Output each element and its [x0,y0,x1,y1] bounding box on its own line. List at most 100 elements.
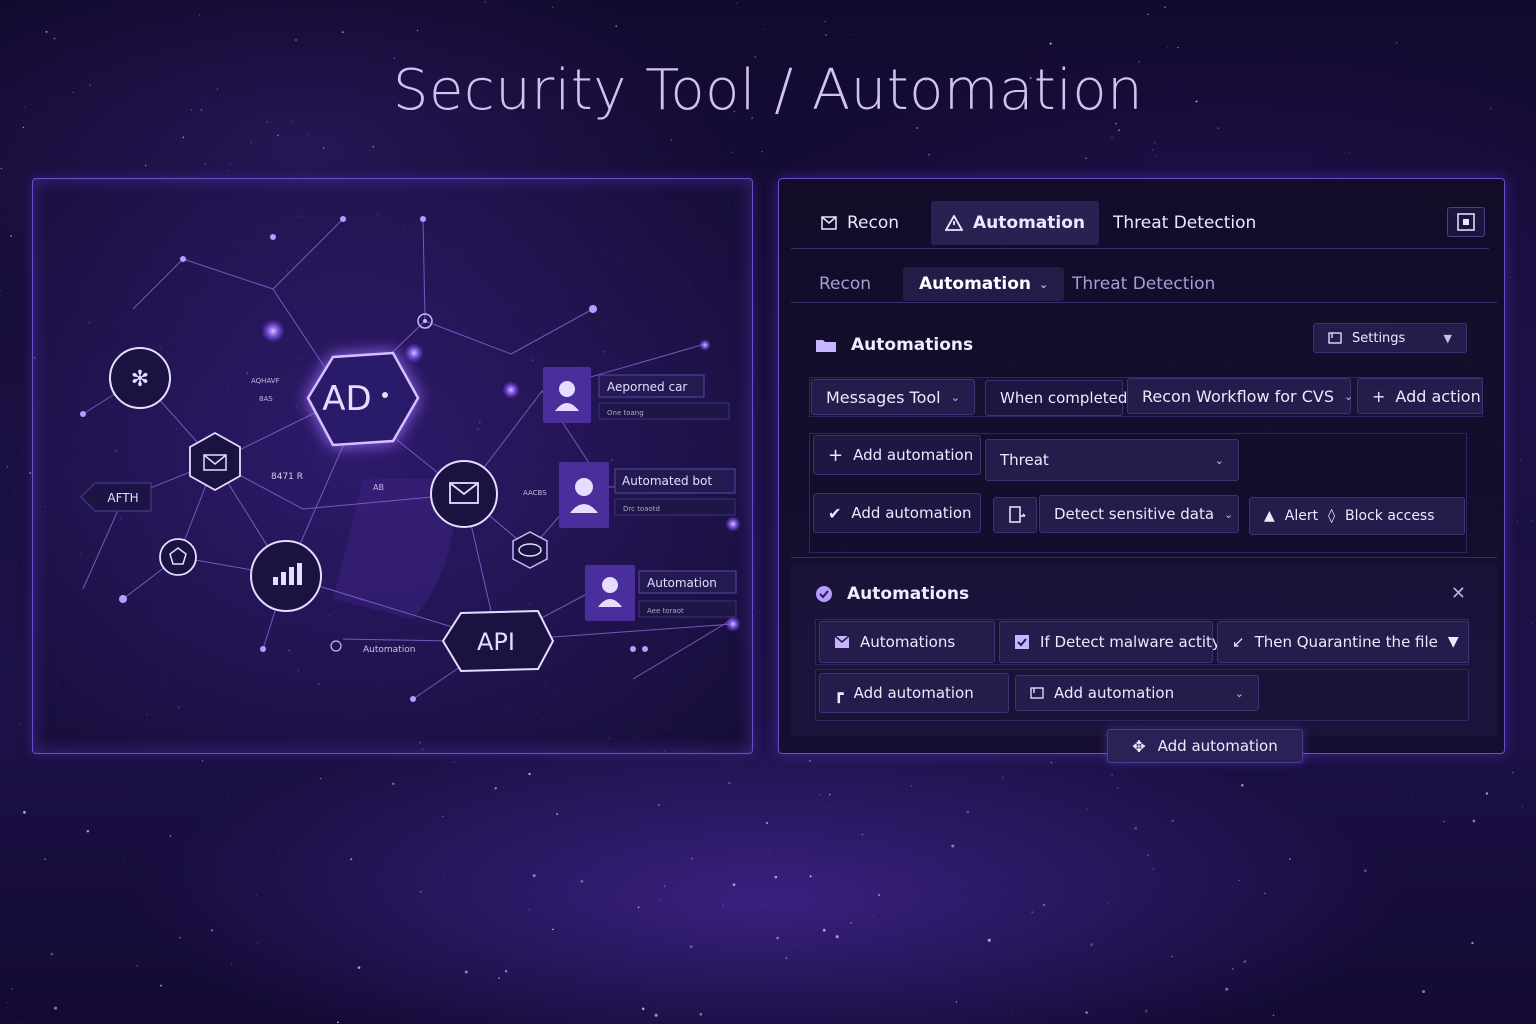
ad-node[interactable]: AD [306,351,420,447]
automation-panel: Recon Automation Threat Detection Recon … [778,178,1505,754]
then-quarantine-action[interactable]: ↙ Then Quarantine the file ▼ [1217,621,1469,663]
messages-tool-label: Messages Tool [826,387,941,407]
star [1171,819,1174,823]
star [1225,987,1229,991]
agent-card-3[interactable]: Automation Aee toraot [585,565,737,621]
window-icon [1030,687,1044,699]
star [504,969,508,973]
star [420,890,422,893]
star [337,1021,339,1024]
add-action-button[interactable]: + Add action [1357,378,1483,414]
star [1272,1014,1275,1017]
messages-tool-dropdown[interactable]: Messages Tool ⌄ [811,379,975,415]
star [1085,1011,1088,1014]
afth-node[interactable]: AFTH [80,482,152,512]
add-automation-button-3[interactable]: ┏ Add automation [819,673,1009,713]
data-type-button[interactable] [993,497,1037,533]
agent-card-2[interactable]: Automated bot Drc toaotd [559,462,736,528]
star [45,30,48,33]
settings-dropdown[interactable]: Settings ▼ [1313,323,1467,353]
star [759,612,760,614]
add-automation-dropdown[interactable]: Add automation ⌄ [1015,675,1259,711]
star [1231,967,1234,970]
star [144,164,147,167]
star [1117,787,1119,789]
corner-icon: ┏ [834,683,844,703]
chevron-down-icon: ⌄ [1234,686,1244,700]
mail-node-small[interactable] [189,431,241,492]
checkbox-icon [1014,634,1030,650]
move-icon: ✥ [1132,736,1146,756]
star [1531,622,1533,624]
star [20,723,22,725]
star [1118,129,1120,132]
chevron-down-icon: ⌄ [1039,277,1049,291]
eye-node[interactable] [512,531,548,569]
graph-edges [82,218,734,700]
star [928,154,930,156]
mail-node-large[interactable] [430,460,498,528]
star [528,772,531,776]
tab-automation[interactable]: Automation [931,201,1099,245]
star [406,1006,407,1008]
star [505,150,506,151]
tab-recon[interactable]: Recon [807,201,913,245]
star [916,127,918,129]
add-automation-button-2[interactable]: ✔ Add automation [813,493,981,533]
afth-label: AFTH [107,491,138,505]
star [1349,151,1350,153]
workflow-dropdown[interactable]: Recon Workflow for CVS ⌄ [1127,378,1354,414]
star [1509,277,1511,278]
star [199,14,201,16]
star [11,669,13,671]
star [1177,46,1179,49]
add-automation-button-1[interactable]: + Add automation [813,435,981,475]
shield-node[interactable] [159,538,197,576]
star [444,877,446,879]
add-automation-label-2: Add automation [851,504,972,522]
star [809,875,812,878]
when-completed-trigger[interactable]: When completed [985,380,1127,416]
warning-icon [945,215,963,231]
expand-button[interactable] [1447,207,1485,237]
detect-sensitive-data-dropdown[interactable]: Detect sensitive data ⌄ [1039,495,1239,533]
pentagon-icon [169,547,187,565]
star [1152,867,1155,870]
api-node[interactable]: API [441,609,555,673]
add-automation-floating-button[interactable]: ✥ Add automation [1107,729,1303,763]
star [835,935,839,939]
settings-label: Settings [1352,330,1406,346]
tab-automation-label: Automation [973,213,1085,233]
hub-icon: ✻ [131,367,149,392]
subtab-recon[interactable]: Recon [803,267,887,301]
star [822,928,826,932]
star [182,136,185,139]
chevron-down-icon: ⌄ [1343,389,1354,403]
subtab-automation[interactable]: Automation ⌄ [903,267,1065,301]
subtab-threat-detection[interactable]: Threat Detection [1056,267,1231,301]
close-icon[interactable]: ✕ [1450,583,1466,604]
tab-recon-label: Recon [847,213,900,233]
star [1111,136,1113,138]
star [1031,911,1033,913]
star [1154,142,1156,144]
hub-node[interactable]: ✻ [109,347,171,409]
star [227,169,229,171]
node-tag-c: 8471 R [271,472,303,482]
alert-block-action[interactable]: ▲ Alert ◊ Block access [1249,497,1465,535]
automations-trigger[interactable]: Automations [819,621,995,663]
star [1085,157,1087,159]
star [319,777,322,780]
threat-dropdown[interactable]: Threat ⌄ [985,439,1239,481]
star [552,928,554,931]
tab-threat-detection[interactable]: Threat Detection [1099,201,1270,245]
if-detect-malware-condition[interactable]: If Detect malware actity [999,621,1221,663]
star [416,29,418,32]
automation-node-icon [330,640,342,652]
star [699,1012,703,1016]
agent-card-1[interactable]: Aeporned car One toang [543,367,730,423]
star [1164,6,1166,9]
star [657,803,660,807]
analytics-node[interactable] [250,540,322,612]
star [1011,1013,1013,1015]
